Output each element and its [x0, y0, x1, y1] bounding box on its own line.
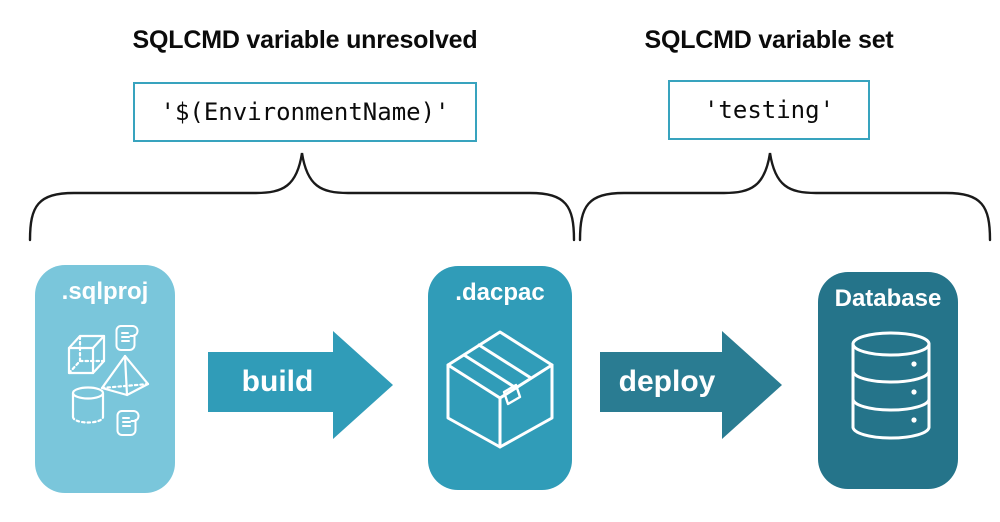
sqlproj-icons [67, 325, 150, 436]
package-icon [446, 330, 554, 449]
scroll-icon [115, 325, 139, 351]
cylinder-icon [71, 386, 105, 424]
build-arrow [208, 331, 393, 439]
deploy-arrow [600, 331, 782, 439]
set-variable-value: 'testing' [703, 96, 835, 124]
set-title: SQLCMD variable set [644, 26, 894, 54]
sqlproj-node-label: .sqlproj [61, 278, 149, 305]
unresolved-variable-value: '$(EnvironmentName)' [160, 98, 450, 126]
sqlproj-node: .sqlproj [35, 265, 175, 493]
cube-icon [67, 334, 106, 375]
deploy-arrow-label: deploy [618, 365, 716, 398]
pyramid-icon [100, 354, 150, 397]
unresolved-variable-box: '$(EnvironmentName)' [133, 82, 477, 142]
unresolved-title: SQLCMD variable unresolved [132, 26, 478, 54]
scroll-icon [116, 410, 140, 436]
database-node: Database [818, 272, 958, 489]
build-arrow-label: build [241, 365, 314, 398]
sqlproj-icon-group [67, 325, 150, 436]
left-brace [28, 152, 576, 242]
database-node-label: Database [834, 285, 942, 312]
database-icon-canvas [851, 331, 931, 440]
set-variable-box: 'testing' [668, 80, 870, 140]
dacpac-icon-canvas [446, 330, 554, 449]
dacpac-node-label: .dacpac [455, 279, 545, 306]
database-cylinder-icon [851, 331, 931, 440]
dacpac-node: .dacpac [428, 266, 572, 490]
right-brace [578, 152, 992, 242]
